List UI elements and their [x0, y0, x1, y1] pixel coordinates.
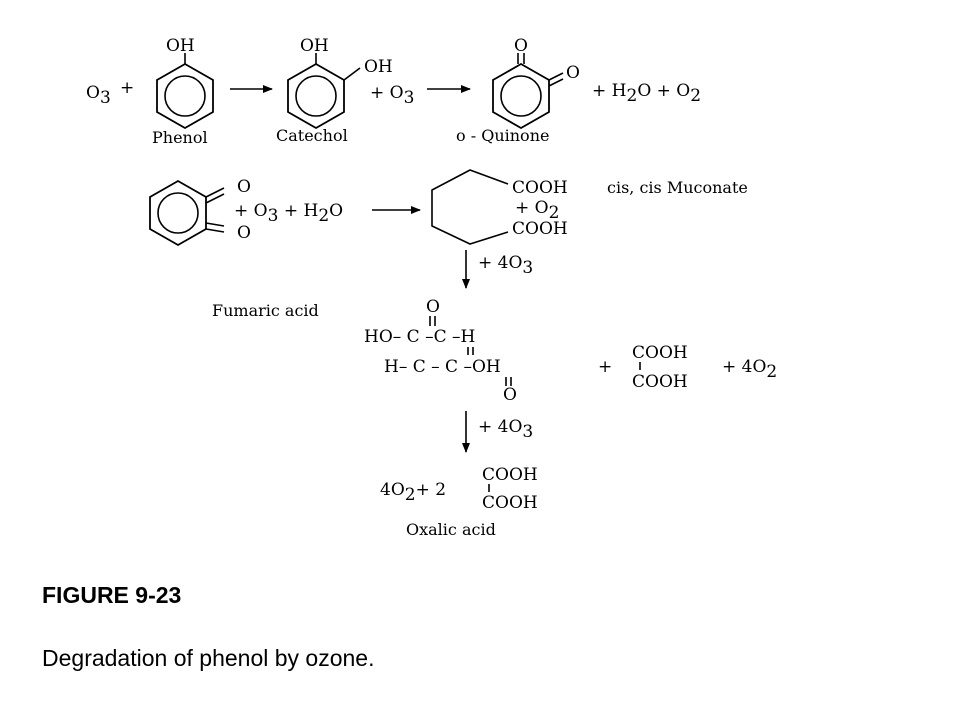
step1-reagent: + 4O3	[478, 253, 533, 278]
phenol-name-label: Phenol	[152, 128, 208, 147]
muconate-plus-oxygen: + O2	[515, 198, 559, 223]
row1-products: + H2O + O2	[592, 81, 701, 106]
muconate-carboxyl-bottom-label: COOH	[512, 219, 568, 239]
muconate-name-label: cis, cis Muconate	[607, 178, 748, 197]
oxalic-carboxyl-bottom-label: COOH	[482, 493, 538, 513]
fumaric-carbonyl-bottom-label: O	[503, 385, 517, 405]
phenol-hydroxyl-label: OH	[166, 36, 195, 56]
row2-quinone-to-muconate: O O + O3 + H2O COOH + O2 COOH cis, cis M…	[149, 169, 748, 247]
plus-sign: +	[598, 357, 612, 377]
quinone-oxygen-side-label: O	[566, 63, 580, 83]
fumaric-line1: HO– C –C –H	[364, 327, 475, 347]
catechol-name-label: Catechol	[276, 126, 348, 145]
oxalic-acid-product: 4O2+ 2 COOH COOH Oxalic acid	[380, 465, 538, 539]
oxalic-carboxyl-bottom-label: COOH	[632, 372, 688, 392]
quinone-name-label: o - Quinone	[456, 126, 549, 145]
oxalic-carboxyl-top-label: COOH	[482, 465, 538, 485]
fumaric-acid-structure: Fumaric acid O HO– C –C –H H– C – C –OH …	[212, 297, 777, 405]
quinone-ring: O O	[492, 36, 580, 130]
ozone-reactant: O3	[86, 83, 111, 108]
row2-reactants: + O3 + H2O	[234, 201, 343, 226]
quinone-ring-2: O O	[149, 177, 251, 247]
quinone-oxygen-top-label: O	[514, 36, 528, 56]
catechol-hydroxyl-side-label: OH	[364, 57, 393, 77]
plus-ozone: + O3	[370, 83, 414, 108]
muconate-skeleton: COOH + O2 COOH	[431, 169, 568, 245]
fumaric-line2: H– C – C –OH	[384, 357, 501, 377]
fumaric-acid-name-label: Fumaric acid	[212, 301, 319, 320]
muconate-carboxyl-top-label: COOH	[512, 178, 568, 198]
quinone2-oxygen-top-label: O	[237, 177, 251, 197]
catechol-hydroxyl-top-label: OH	[300, 36, 329, 56]
oxalic-acid-name-label: Oxalic acid	[406, 520, 496, 539]
row1-phenol-to-quinone: O3 + OH Phenol OH OH Catechol + O3	[86, 36, 701, 147]
fumaric-plus-oxygen: + 4O2	[722, 357, 777, 382]
oxalic-carboxyl-top-label: COOH	[632, 343, 688, 363]
catechol-ring: OH OH	[287, 36, 393, 130]
quinone2-oxygen-bottom-label: O	[237, 223, 251, 243]
plus-sign: +	[120, 78, 134, 98]
phenol-ring: OH	[156, 36, 214, 130]
step1-ozonation: + 4O3	[462, 250, 533, 289]
figure-label: FIGURE 9-23	[42, 582, 182, 608]
step2-reagent: + 4O3	[478, 417, 533, 442]
fumaric-carbonyl-top-label: O	[426, 297, 440, 317]
oxalic-prefix: 4O2+ 2	[380, 480, 446, 505]
step2-ozonation: + 4O3	[462, 411, 533, 453]
figure-caption: Degradation of phenol by ozone.	[42, 645, 375, 671]
